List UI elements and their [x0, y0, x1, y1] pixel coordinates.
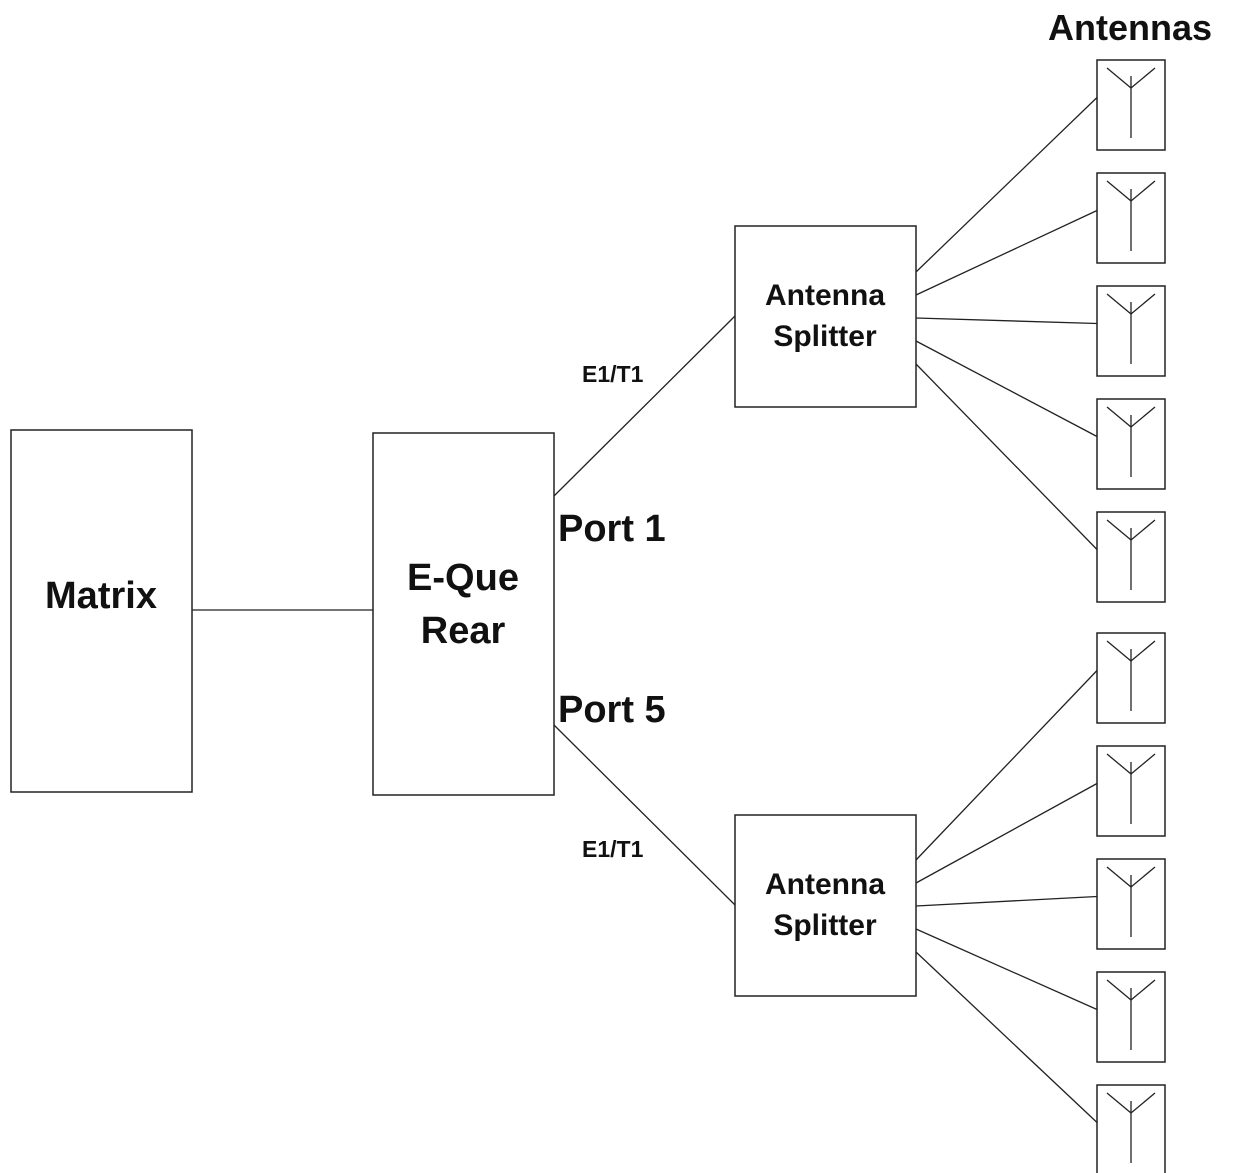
- splitter-to-antenna-link: [915, 782, 1098, 884]
- antenna-icon: [1106, 1092, 1156, 1163]
- matrix-block: Matrix: [10, 429, 193, 793]
- splitter-top-label-line2: Splitter: [773, 320, 877, 353]
- antenna-icon: [1106, 293, 1156, 364]
- antenna: [1096, 971, 1166, 1063]
- splitter-to-antenna-link: [915, 340, 1098, 438]
- splitter-to-antenna-link: [915, 209, 1098, 296]
- antenna-icon: [1106, 866, 1156, 937]
- antennas-title: Antennas: [1048, 7, 1212, 48]
- splitter-top-label-line1: Antenna: [765, 279, 885, 312]
- antenna-group-top: [915, 59, 1166, 603]
- antenna-icon: [1106, 519, 1156, 590]
- antenna-icon: [1106, 406, 1156, 477]
- splitter-to-antenna-link: [915, 895, 1098, 907]
- antenna: [1096, 172, 1166, 264]
- antenna-splitter-top: Antenna Splitter: [734, 225, 917, 408]
- antenna: [1096, 59, 1166, 151]
- antenna-icon: [1106, 67, 1156, 138]
- e1t1-label-top: E1/T1: [582, 361, 644, 387]
- antenna-icon: [1106, 640, 1156, 711]
- splitter-to-antenna-link: [915, 317, 1098, 325]
- e1t1-link-bottom: [553, 724, 736, 906]
- matrix-label: Matrix: [45, 575, 157, 617]
- splitter-top-box: [734, 225, 917, 408]
- splitter-to-antenna-link: [915, 363, 1098, 550]
- splitter-bottom-label-line2: Splitter: [773, 909, 877, 942]
- antenna: [1096, 1084, 1166, 1173]
- eque-label-line1: E-Que: [407, 557, 519, 599]
- splitter-to-antenna-link: [915, 951, 1098, 1123]
- antenna: [1096, 858, 1166, 950]
- splitter-to-antenna-link: [915, 97, 1098, 273]
- splitter-to-antenna-link: [915, 670, 1098, 861]
- splitter-bottom-box: [734, 814, 917, 997]
- antenna: [1096, 745, 1166, 837]
- antennas-layer: [915, 59, 1166, 1173]
- splitter-to-antenna-link: [915, 928, 1098, 1011]
- splitter-bottom-label-line1: Antenna: [765, 868, 885, 901]
- port-5-label: Port 5: [558, 689, 666, 731]
- e1t1-link-top: [553, 315, 736, 497]
- antenna-icon: [1106, 753, 1156, 824]
- eque-label-line2: Rear: [421, 610, 506, 652]
- antenna: [1096, 511, 1166, 603]
- antenna: [1096, 632, 1166, 724]
- e1t1-label-bottom: E1/T1: [582, 836, 644, 862]
- eque-rear-block: E-Que Rear: [372, 432, 555, 796]
- port-1-label: Port 1: [558, 508, 666, 550]
- eque-rear-box: [372, 432, 555, 796]
- antenna-icon: [1106, 180, 1156, 251]
- antenna: [1096, 285, 1166, 377]
- antenna-splitter-bottom: Antenna Splitter: [734, 814, 917, 997]
- antenna: [1096, 398, 1166, 490]
- matrix-box: [10, 429, 193, 793]
- antenna-group-bottom: [915, 632, 1166, 1173]
- antenna-icon: [1106, 979, 1156, 1050]
